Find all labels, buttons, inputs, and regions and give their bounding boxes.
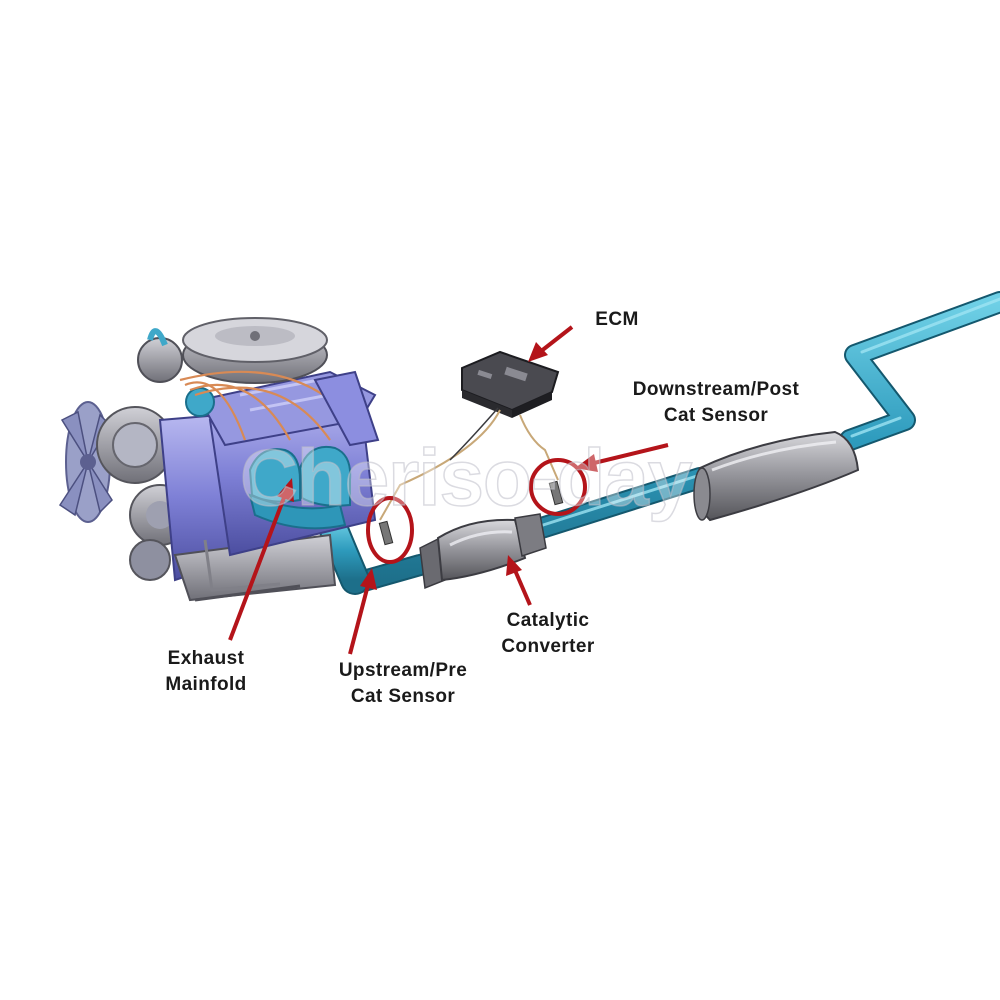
air-cleaner — [182, 317, 328, 384]
ecm-module-icon — [379, 350, 560, 521]
oxygen-sensor-icon — [378, 480, 564, 546]
watermark: Cheriso-day — [239, 432, 693, 523]
catalytic-arrow — [506, 555, 532, 606]
upstream-sensor-highlight — [366, 496, 414, 564]
downstream-label-line1: Downstream/Post — [632, 379, 800, 400]
downstream-arrow — [575, 443, 669, 472]
engine-icon — [58, 317, 380, 602]
exhaust-manifold-label: Exhaust Mainfold — [146, 646, 266, 698]
catalytic-label-line2: Converter — [501, 636, 595, 657]
callout-arrows — [228, 325, 669, 655]
ecm-arrow — [528, 325, 574, 362]
downstream-label-line2: Cat Sensor — [663, 405, 769, 426]
manifold-label-line1: Exhaust — [167, 648, 245, 669]
upstream-label-line2: Cat Sensor — [350, 686, 456, 707]
ecm-label: ECM — [582, 307, 652, 333]
upstream-label-line1: Upstream/Pre — [338, 660, 468, 681]
muffler-icon — [693, 430, 860, 522]
upstream-sensor-label: Upstream/Pre Cat Sensor — [308, 658, 498, 710]
downstream-sensor-label: Downstream/Post Cat Sensor — [606, 377, 826, 429]
manifold-label-line2: Mainfold — [165, 674, 247, 695]
manifold-arrow — [228, 478, 294, 641]
catalytic-converter-icon — [419, 513, 547, 590]
catalytic-label-line1: Catalytic — [506, 610, 590, 631]
ecm-label-text: ECM — [595, 309, 639, 330]
downstream-sensor-highlight — [529, 458, 587, 516]
catalytic-converter-label: Catalytic Converter — [478, 608, 618, 660]
upstream-arrow — [348, 568, 377, 655]
